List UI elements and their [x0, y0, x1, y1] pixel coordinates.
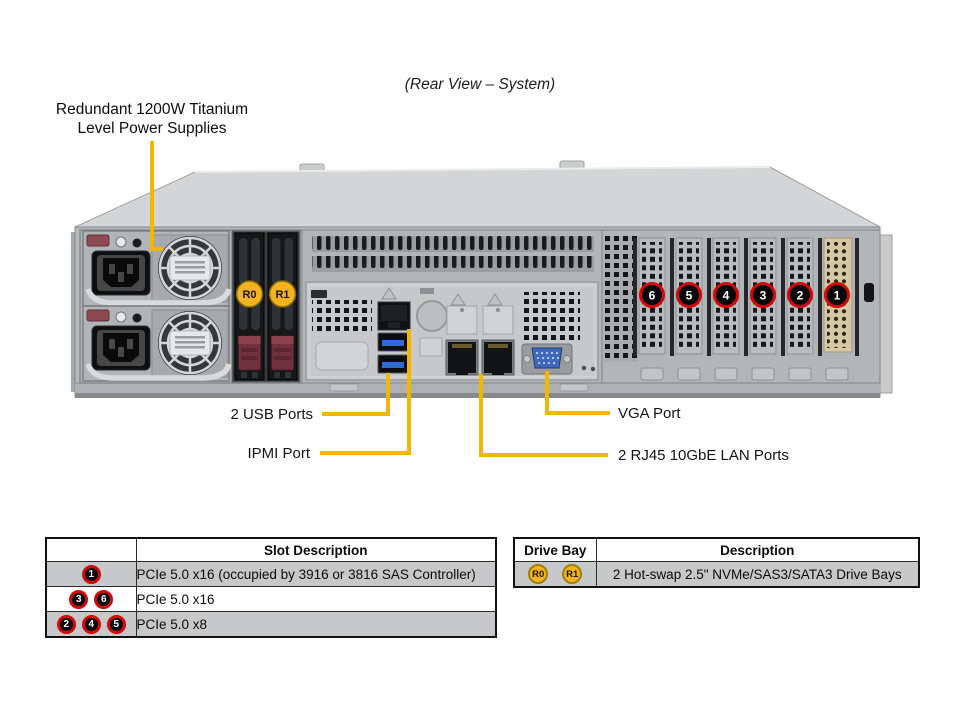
usb-port-2 [377, 354, 409, 374]
callout-lines [150, 141, 610, 457]
vga-port-label: VGA Port [618, 405, 681, 422]
slot-1-badge: 1 [81, 564, 101, 584]
drive-bays: R0 R1 [231, 230, 301, 383]
vga-port [521, 343, 573, 375]
psu-callout-line1: Redundant 1200W Titanium [55, 101, 249, 118]
drive-bay-badge-r0: R0 [235, 280, 264, 308]
vga-callout-line [545, 371, 610, 415]
lan-port-1 [445, 339, 479, 376]
drive-bay-header: Drive Bay [513, 537, 597, 562]
drive-row-description: 2 Hot-swap 2.5" NVMe/SAS3/SATA3 Drive Ba… [595, 561, 920, 588]
table-row: 3 6 PCIe 5.0 x16 [45, 586, 497, 612]
psu-callout-label: Redundant 1200W Titanium Level Power Sup… [28, 100, 276, 138]
drive-bay-badge-r1: R1 [268, 280, 297, 308]
chassis-top [74, 160, 881, 228]
table-row: 1 PCIe 5.0 x16 (occupied by 3916 or 3816… [45, 561, 497, 587]
chassis-latch [864, 283, 874, 302]
page-title: (Rear View – System) [404, 76, 556, 93]
lan-ports-label: 2 RJ45 10GbE LAN Ports [618, 447, 789, 464]
power-supply-top [83, 231, 229, 306]
power-supply-bottom [83, 306, 229, 381]
svg-text:R1: R1 [275, 289, 289, 301]
slot-number-badges: 6 5 4 3 2 1 [639, 282, 850, 308]
svg-text:5: 5 [686, 289, 693, 303]
svg-text:R0: R0 [242, 289, 256, 301]
slot-6-badge: 6 [94, 589, 114, 609]
drive-description-header: Description [595, 537, 920, 562]
io-section [301, 229, 603, 384]
round-knockout [416, 300, 448, 332]
psu-callout-line [150, 141, 163, 251]
slot-5-badge: 5 [106, 614, 126, 634]
table-row: 2 4 5 PCIe 5.0 x8 [45, 611, 497, 638]
ipmi-port-label: IPMI Port [247, 445, 310, 462]
usb-ports-label: 2 USB Ports [230, 406, 313, 423]
slot-description-table: Slot Description 1 PCIe 5.0 x16 (occupie… [45, 537, 497, 638]
pcie-slot-section: 6 5 4 3 2 1 [601, 229, 881, 384]
svg-text:2: 2 [797, 289, 804, 303]
usb-callout-line [322, 373, 390, 416]
slot-description-header: Slot Description [135, 537, 497, 562]
svg-text:4: 4 [723, 289, 730, 303]
lan-port-2 [481, 339, 515, 376]
slot-row-description: PCIe 5.0 x8 [135, 611, 497, 638]
table-header-row: Drive Bay Description [513, 537, 920, 562]
slot-row-description: PCIe 5.0 x16 [135, 586, 497, 612]
lan-callout-line [479, 374, 608, 457]
slot-2-badge: 2 [56, 614, 76, 634]
slot-row-description: PCIe 5.0 x16 (occupied by 3916 or 3816 S… [135, 561, 497, 587]
svg-text:6: 6 [649, 289, 656, 303]
drive-r0-badge: R0 [528, 564, 549, 584]
ipmi-port [377, 301, 411, 331]
psu-callout-line2: Level Power Supplies [77, 120, 227, 137]
drive-r1-badge: R1 [562, 564, 583, 584]
table-header-row: Slot Description [45, 537, 497, 562]
drive-bay-table: Drive Bay Description R0 R1 2 Hot-swap 2… [513, 537, 920, 588]
ipmi-callout-line [320, 329, 411, 455]
svg-text:3: 3 [760, 289, 767, 303]
usb-port-1 [377, 332, 409, 352]
svg-text:1: 1 [834, 289, 841, 303]
slot-3-badge: 3 [69, 589, 89, 609]
slot-badge-header [45, 537, 137, 562]
slot-4-badge: 4 [81, 614, 101, 634]
table-row: R0 R1 2 Hot-swap 2.5" NVMe/SAS3/SATA3 Dr… [513, 561, 920, 588]
